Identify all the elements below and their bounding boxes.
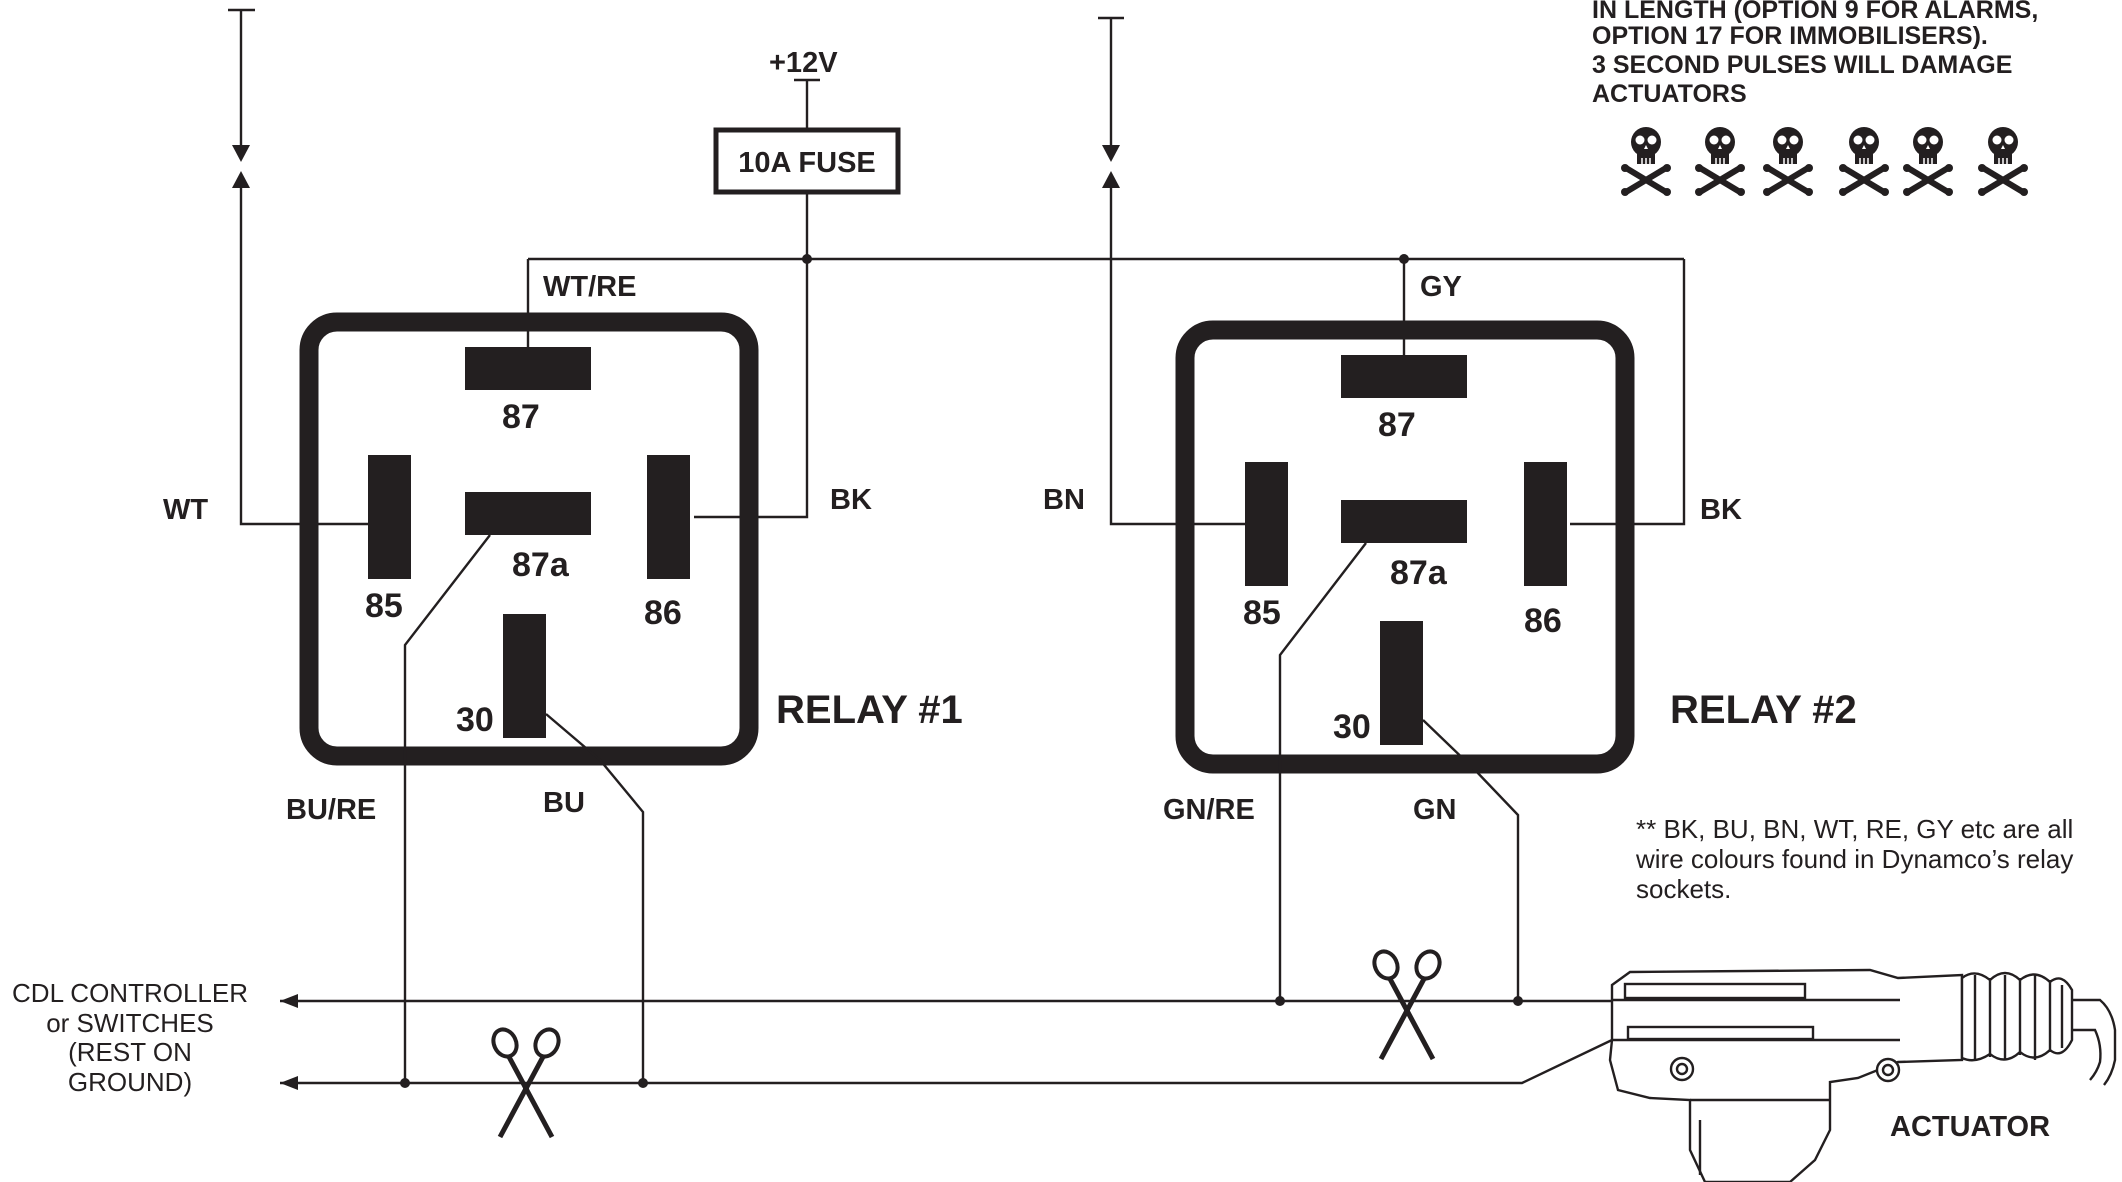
relay1-wire-left-label: WT (163, 494, 208, 526)
controller-line-1: CDL CONTROLLER (12, 978, 248, 1008)
relay2-terminal-30 (1380, 621, 1423, 745)
relay2-terminal-85 (1245, 462, 1288, 586)
warning-line-2: OPTION 17 FOR IMMOBILISERS). (1592, 22, 1988, 50)
skull-crossbones-icon (1695, 127, 1745, 196)
relay2-housing (1175, 320, 1635, 774)
power-label: +12V (769, 47, 838, 79)
warning-line-1: IN LENGTH (OPTION 9 FOR ALARMS, (1592, 0, 2038, 24)
fuse-label: 10A FUSE (738, 147, 876, 179)
footnote-line-2: wire colours found in Dynamco’s relay (1635, 844, 2073, 874)
skull-crossbones-icon (1621, 127, 1671, 196)
relay2-terminal-86 (1524, 462, 1567, 586)
relay1-pin-85-label: 85 (365, 587, 403, 625)
relay1-wire-bottom-left-label: BU/RE (286, 794, 376, 826)
relay1-title: RELAY #1 (776, 688, 963, 732)
relay1-pin-87-label: 87 (502, 398, 540, 436)
cut-marker-bottom (489, 1026, 563, 1137)
relay2-wire-left-label: BN (1043, 484, 1085, 516)
warning-line-4: ACTUATORS (1592, 80, 1747, 108)
relay2-wire-bottom-right-label: GN (1413, 794, 1457, 826)
relay2-pin-30-label: 30 (1333, 708, 1371, 746)
controller-lines: CDL CONTROLLER or SWITCHES (REST ON GROU… (12, 948, 1613, 1137)
actuator-label: ACTUATOR (1890, 1111, 2050, 1143)
skull-crossbones-icon (1978, 127, 2028, 196)
relay2-terminal-87a (1341, 500, 1467, 543)
warning-block: IN LENGTH (OPTION 9 FOR ALARMS, OPTION 1… (1592, 0, 2038, 196)
skull-crossbones-icon (1763, 127, 1813, 196)
relay2-pin-87a-label: 87a (1390, 554, 1448, 592)
relay2-pin-85-label: 85 (1243, 594, 1281, 632)
relay2-pin-86-label: 86 (1524, 602, 1562, 640)
relay1-terminal-85 (368, 455, 411, 579)
skull-crossbones-icon (1903, 127, 1953, 196)
relay2-terminal-87 (1341, 355, 1467, 398)
relay2-title: RELAY #2 (1670, 688, 1857, 732)
relay1-housing (299, 312, 759, 766)
relay-1: WT WT/RE BK 87 87a 85 86 30 RELAY #1 BU/… (163, 8, 963, 1083)
controller-line-2: or SWITCHES (46, 1008, 214, 1038)
relay1-wire-top-label: WT/RE (543, 271, 636, 303)
skull-crossbones-icon (1839, 127, 1889, 196)
controller-line-4: GROUND) (68, 1067, 192, 1097)
relay1-terminal-30 (503, 614, 546, 738)
relay-2: BN GY BK 87 87a 85 86 30 RELAY #2 GN/RE … (1043, 16, 1857, 1001)
actuator-drawing (1608, 968, 2117, 1182)
cut-marker-top (1370, 948, 1444, 1059)
controller-line-3: (REST ON (68, 1037, 192, 1067)
relay2-wire-right-label: BK (1700, 494, 1742, 526)
footnote-line-1: ** BK, BU, BN, WT, RE, GY etc are all (1636, 814, 2073, 844)
relay2-pin-87-label: 87 (1378, 406, 1416, 444)
relay1-pin-87a-label: 87a (512, 546, 570, 584)
relay1-terminal-87a (465, 492, 591, 535)
relay1-pin-30-label: 30 (456, 701, 494, 739)
relay2-wire-bottom-left-label: GN/RE (1163, 794, 1255, 826)
relay1-wire-bottom-right-label: BU (543, 787, 585, 819)
footnote-line-3: sockets. (1636, 874, 1731, 904)
fuse-box (713, 127, 901, 195)
relay1-terminal-87 (465, 347, 591, 390)
warning-line-3: 3 SECOND PULSES WILL DAMAGE (1592, 51, 2012, 79)
relay2-wire-top-label: GY (1420, 271, 1462, 303)
relay1-pin-86-label: 86 (644, 594, 682, 632)
relay1-wire-right-label: BK (830, 484, 872, 516)
skull-row (1621, 127, 2028, 196)
relay1-terminal-86 (647, 455, 690, 579)
